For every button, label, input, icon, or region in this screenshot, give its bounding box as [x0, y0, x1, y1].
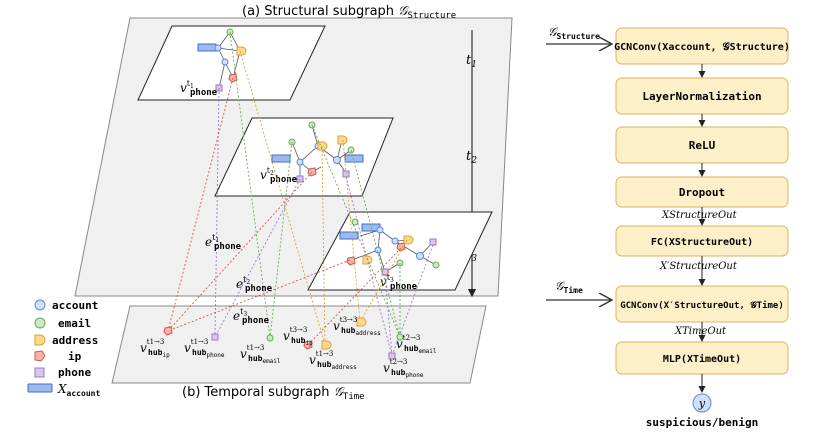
legend-address-icon: [34, 334, 46, 346]
block-gcnconv-structure-label: GCNConv(Xaccount, 𝒢Structure): [614, 41, 790, 53]
legend-phone-label: phone: [58, 366, 91, 379]
block-layernorm-label: LayerNormalization: [642, 90, 761, 103]
time-label-t1: t1: [466, 53, 477, 70]
output-node: [692, 393, 712, 413]
out-label-structure: XStructureOut: [661, 210, 738, 221]
temporal-panel: [111, 305, 487, 384]
legend-email-label: email: [58, 317, 91, 330]
out-label-time: XTimeOut: [674, 326, 727, 337]
pipeline: 𝒢Structure 𝒢Time GCNConv(Xaccount, 𝒢Stru…: [546, 25, 790, 429]
plane-t1: [137, 25, 326, 101]
legend: account email address ip phone Xaccount: [27, 299, 100, 398]
structure-title: (a) Structural subgraph 𝒢Structure: [242, 4, 456, 21]
legend-ip-icon: [34, 350, 46, 362]
block-dropout-label: Dropout: [679, 186, 725, 199]
output-text: suspicious/benign: [646, 416, 759, 429]
legend-x-account-icon: [27, 383, 53, 393]
block-fc-label: FC(XStructureOut): [651, 237, 753, 248]
block-relu-label: ReLU: [689, 139, 716, 152]
legend-x-account-label: Xaccount: [57, 382, 100, 398]
legend-address-label: address: [52, 334, 98, 347]
input-time-label: 𝒢Time: [555, 279, 583, 295]
input-structure-label: 𝒢Structure: [548, 25, 600, 41]
legend-email-icon: [34, 317, 46, 329]
output-node-label: y: [698, 397, 706, 410]
out-label-structure-prime: X′StructureOut: [659, 261, 738, 272]
temporal-title: (b) Temporal subgraph 𝒢Time: [182, 385, 365, 402]
block-gcnconv-time-label: GCNConv(X′StructureOut, 𝒢Time): [620, 300, 784, 311]
block-mlp-label: MLP(XTimeOut): [663, 353, 741, 365]
temporal-edges: [167, 31, 434, 357]
time-label-t2: t2: [466, 149, 477, 166]
legend-phone-icon: [34, 367, 45, 378]
legend-ip-label: ip: [68, 350, 82, 363]
legend-account-label: account: [52, 299, 98, 312]
legend-account-icon: [34, 299, 46, 311]
